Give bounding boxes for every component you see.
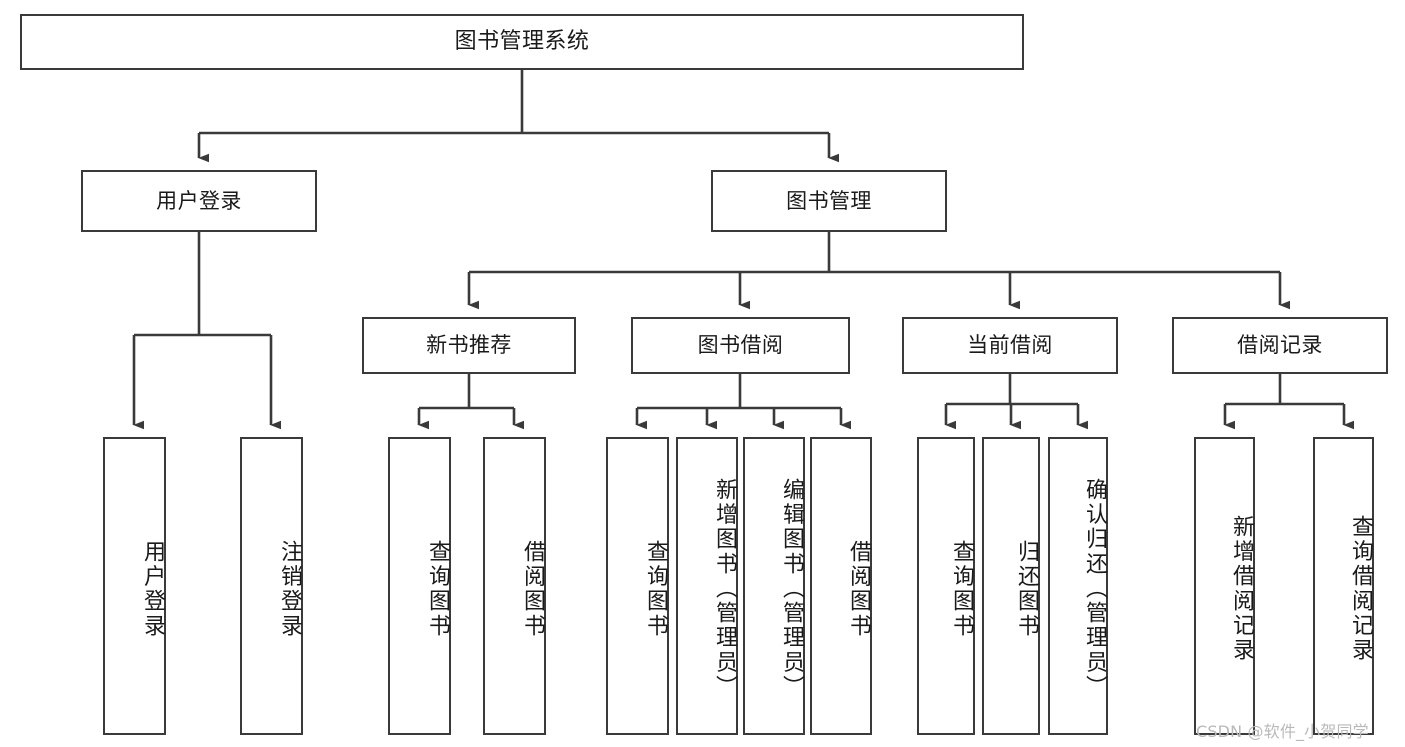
node-label: 归还图书 <box>1014 539 1039 639</box>
node-leaf-return-book[interactable]: 归还图书 <box>982 437 1040 735</box>
node-label: 查询借阅记录 <box>1348 515 1373 663</box>
node-label: 编辑图书（管理员） <box>779 478 804 700</box>
node-label: 图书借阅 <box>697 333 784 357</box>
node-label: 用户登录 <box>140 539 165 639</box>
node-label: 确认归还（管理员） <box>1082 478 1107 700</box>
node-label: 图书管理系统 <box>454 29 590 54</box>
node-label: 新增图书（管理员） <box>712 478 737 700</box>
node-label: 图书管理 <box>786 188 872 213</box>
node-label: 新增借阅记录 <box>1229 515 1254 663</box>
node-leaf-borrow-book-2[interactable]: 借阅图书 <box>810 437 872 735</box>
node-label: 新书推荐 <box>426 333 512 357</box>
node-label: 当前借阅 <box>967 333 1053 357</box>
node-leaf-query-book-3[interactable]: 查询图书 <box>917 437 975 735</box>
node-label: 查询图书 <box>643 539 668 639</box>
node-label: 用户登录 <box>156 188 242 213</box>
csdn-watermark: CSDN @软件_小贺同学 <box>1196 722 1369 741</box>
node-leaf-add-borrow-record[interactable]: 新增借阅记录 <box>1194 437 1255 735</box>
node-book-management[interactable]: 图书管理 <box>711 170 947 232</box>
node-leaf-edit-book-admin[interactable]: 编辑图书（管理员） <box>743 437 805 735</box>
node-label: 借阅图书 <box>520 539 545 639</box>
node-current-borrow[interactable]: 当前借阅 <box>902 317 1118 374</box>
node-leaf-query-book-1[interactable]: 查询图书 <box>388 437 451 735</box>
node-label: 查询图书 <box>949 539 974 639</box>
node-label: 借阅图书 <box>846 539 871 639</box>
node-user-login[interactable]: 用户登录 <box>81 170 317 232</box>
node-label: 查询图书 <box>425 539 450 639</box>
node-book-management-system[interactable]: 图书管理系统 <box>20 14 1024 70</box>
node-leaf-user-login[interactable]: 用户登录 <box>103 437 166 735</box>
node-new-book-recommendation[interactable]: 新书推荐 <box>362 317 576 374</box>
node-borrow-record[interactable]: 借阅记录 <box>1172 317 1388 374</box>
node-leaf-query-borrow-record[interactable]: 查询借阅记录 <box>1313 437 1374 735</box>
node-leaf-add-book-admin[interactable]: 新增图书（管理员） <box>676 437 738 735</box>
node-label: 借阅记录 <box>1237 333 1323 357</box>
node-leaf-query-book-2[interactable]: 查询图书 <box>606 437 669 735</box>
node-leaf-borrow-book-1[interactable]: 借阅图书 <box>483 437 546 735</box>
node-label: 注销登录 <box>277 539 302 639</box>
node-leaf-confirm-return-admin[interactable]: 确认归还（管理员） <box>1048 437 1108 735</box>
node-book-borrow[interactable]: 图书借阅 <box>631 317 850 374</box>
node-leaf-logout[interactable]: 注销登录 <box>240 437 303 735</box>
